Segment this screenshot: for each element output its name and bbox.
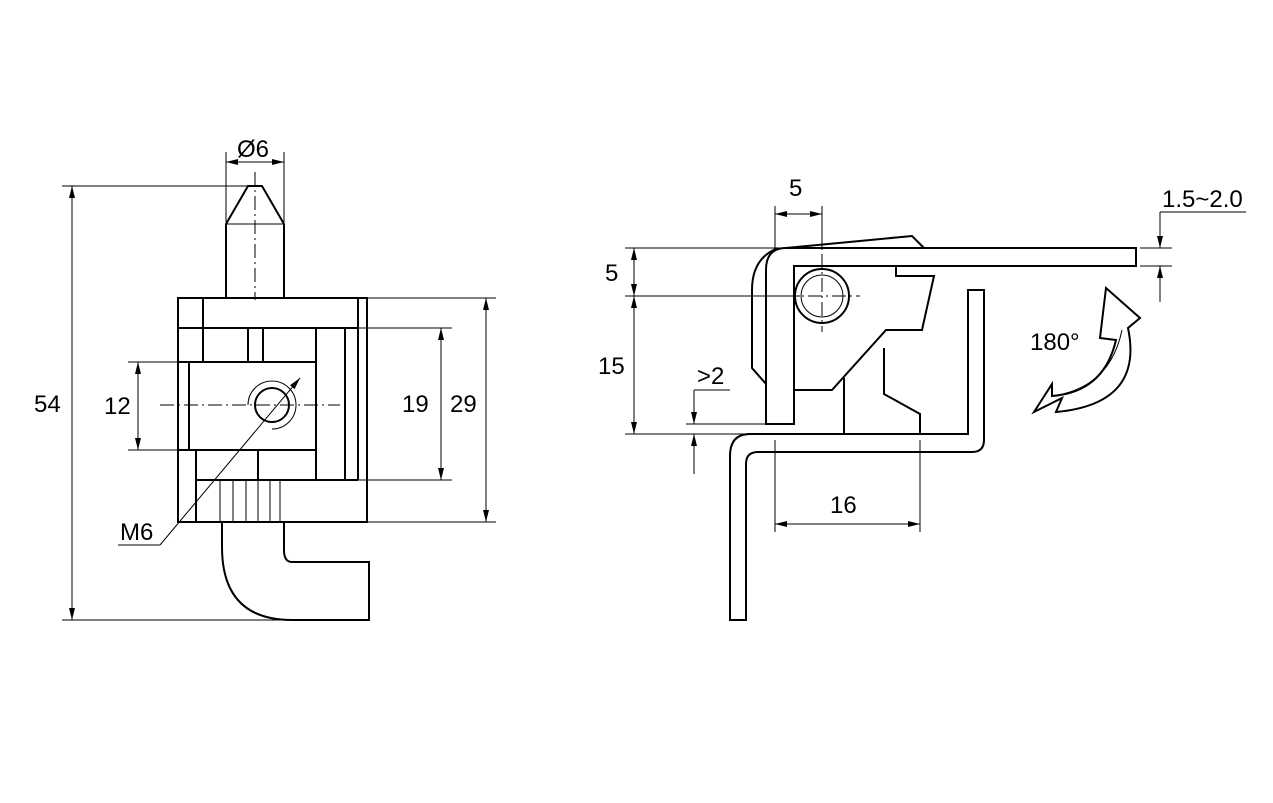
dim-thickness: 1.5~2.0 <box>1140 186 1246 302</box>
dim-5-vertical: 5 <box>605 247 800 297</box>
front-view: Ø6 54 12 19 29 <box>34 136 496 621</box>
dim-5-horizontal: 5 <box>774 175 823 250</box>
leader-thread: M6 <box>118 377 301 546</box>
dim-height-19: 19 <box>358 327 452 481</box>
dim-diameter: Ø6 <box>225 136 285 222</box>
latch <box>794 266 936 434</box>
rotation-arrow-icon <box>1031 285 1142 415</box>
dim-height-29: 29 <box>367 297 496 523</box>
thread-label: M6 <box>120 519 153 546</box>
height-total-label: 54 <box>34 391 61 418</box>
body-block <box>177 297 368 523</box>
hook <box>221 522 370 621</box>
gap-label: >2 <box>697 363 724 390</box>
height-29-label: 29 <box>450 391 477 418</box>
dim-15: 15 <box>598 296 748 435</box>
height-12-label: 12 <box>104 393 131 420</box>
dim-height-12: 12 <box>104 361 178 451</box>
thickness-label: 1.5~2.0 <box>1162 186 1243 213</box>
dim-height-total: 54 <box>34 185 292 621</box>
dim-15-label: 15 <box>598 353 625 380</box>
dim-gap: >2 <box>686 363 766 474</box>
dim-16-label: 16 <box>830 492 857 519</box>
dim-5-left-label: 5 <box>605 260 618 287</box>
dia-label: Ø6 <box>237 136 269 163</box>
height-19-label: 19 <box>402 391 429 418</box>
rotation-label: 180° <box>1030 329 1080 356</box>
dim-5-top-label: 5 <box>789 175 802 202</box>
side-view: 5 5 15 >2 16 <box>598 175 1246 621</box>
dim-16: 16 <box>774 440 921 532</box>
lower-bracket <box>729 289 985 621</box>
